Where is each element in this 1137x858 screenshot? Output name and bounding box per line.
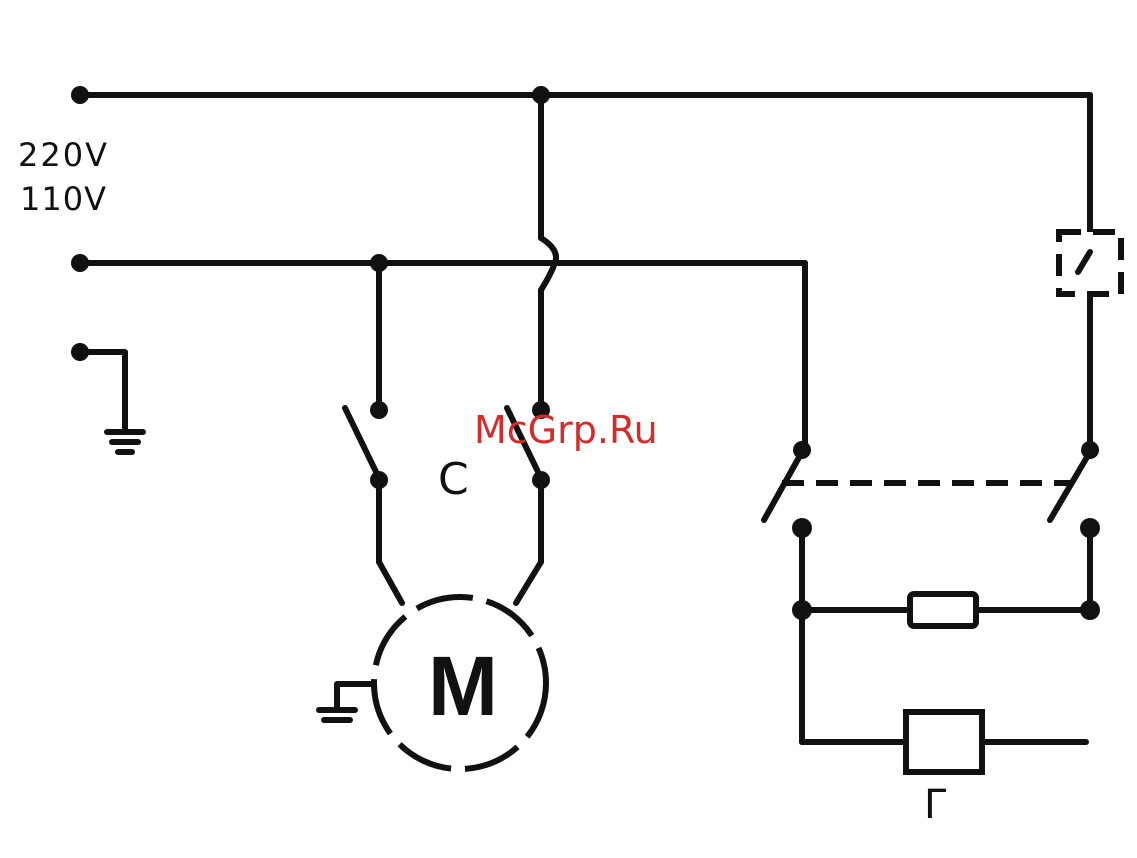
capacitor-label: C bbox=[438, 454, 469, 505]
watermark-text: McGrp.Ru bbox=[474, 408, 658, 452]
left-switch-top-contact-icon bbox=[370, 401, 388, 419]
bottom-component-label: Г bbox=[924, 782, 948, 828]
terminal-top-icon bbox=[71, 86, 89, 104]
motor-label: M bbox=[428, 638, 498, 735]
resistor-icon bbox=[910, 594, 976, 626]
relay-box bbox=[1059, 232, 1121, 294]
right-motor-lead-angle bbox=[516, 562, 541, 603]
motor-ground-icon bbox=[319, 710, 355, 720]
terminal-middle-icon bbox=[71, 254, 89, 272]
voltage-label-110v: 110V bbox=[20, 180, 107, 218]
left-switch-blade bbox=[345, 408, 379, 478]
resistor-left-junction-icon bbox=[792, 600, 812, 620]
left-motor-lead-angle bbox=[379, 562, 402, 603]
resistor-right-junction-icon bbox=[1080, 600, 1100, 620]
motor-ground-wire bbox=[337, 684, 373, 708]
bottom-component-box-icon bbox=[906, 712, 982, 772]
ground-icon bbox=[107, 432, 143, 452]
voltage-label-220v: 220V bbox=[18, 136, 109, 174]
ground-wire bbox=[80, 352, 125, 430]
